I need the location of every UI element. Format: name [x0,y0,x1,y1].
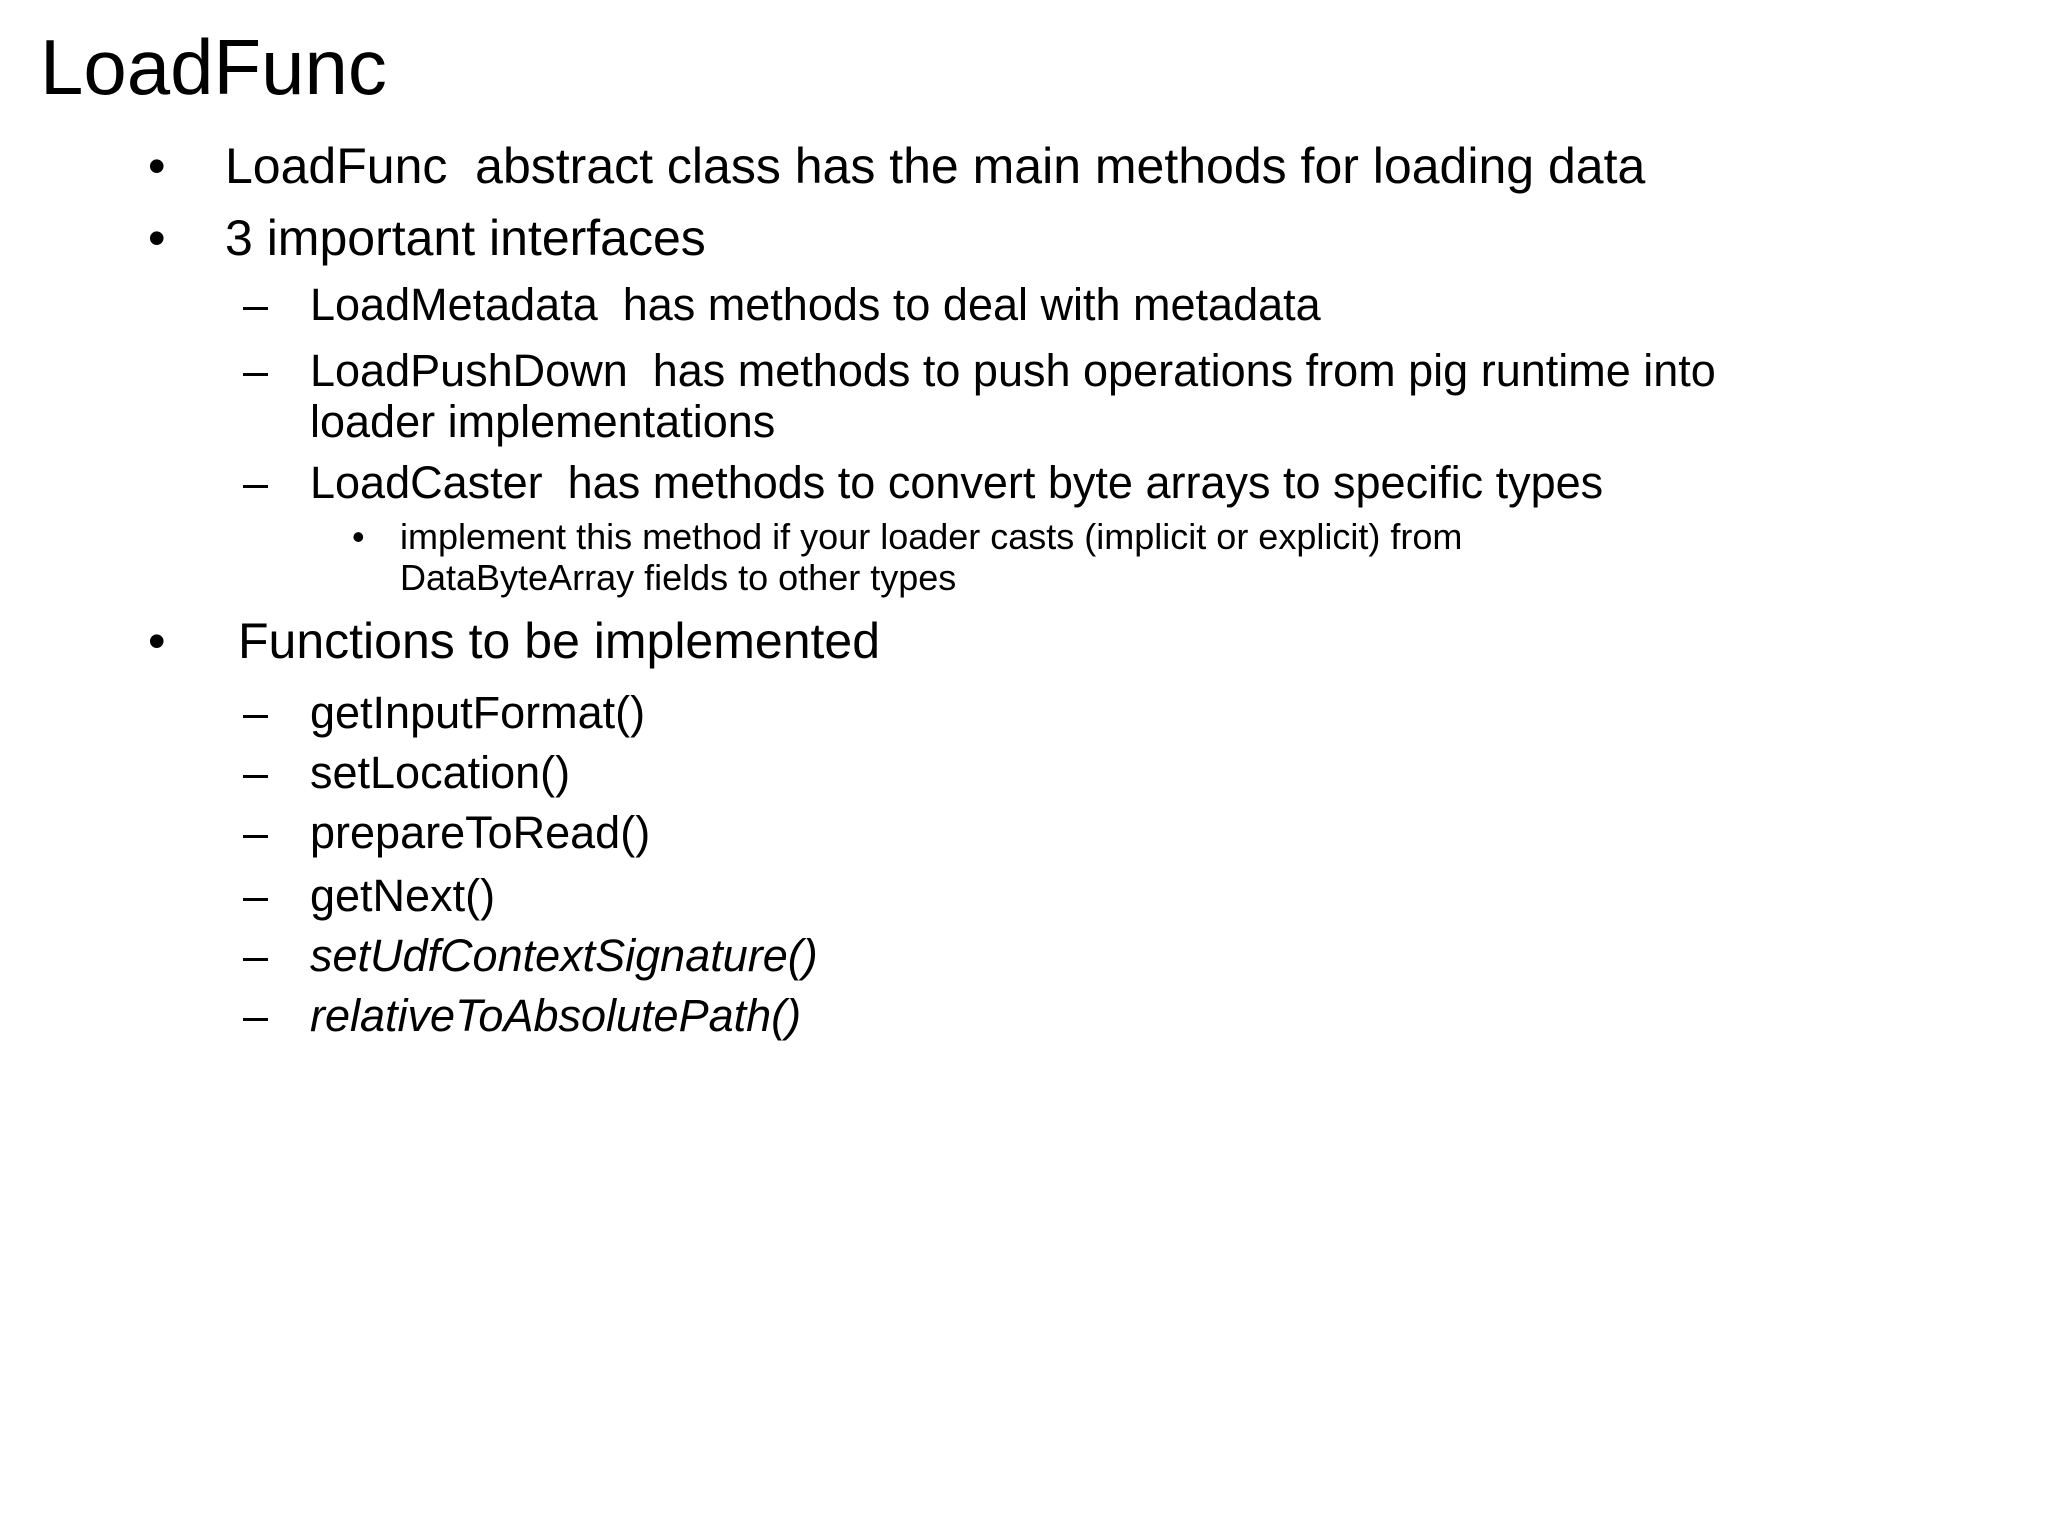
function-name: getNext() [310,870,496,921]
bullet-text: 3 important interfaces [225,210,706,266]
function-item-preparetoread: – prepareToRead() [0,805,650,861]
dash-icon: – [243,279,269,330]
sub-bullet-text: LoadMetadata has methods to deal with me… [310,279,1321,330]
dash-icon: – [243,747,269,798]
dash-icon: – [243,870,269,921]
note-text: implement this method if your loader cas… [400,516,1462,598]
function-name: getInputFormat() [310,687,646,738]
bullet-text: Functions to be implemented [238,613,881,669]
sub-bullet-line: loader implementations [310,396,776,447]
bullet-icon: • [148,613,166,669]
note-line: DataByteArray fields to other types [400,557,957,598]
bullet-item-interfaces: • 3 important interfaces [0,207,706,270]
slide-title: LoadFunc [40,23,387,111]
function-name: setUdfContextSignature() [310,930,818,981]
dash-icon: – [243,345,269,396]
function-name: setLocation() [310,747,571,798]
dash-icon: – [243,807,269,858]
function-name: relativeToAbsolutePath() [310,990,802,1041]
dash-icon: – [243,687,269,738]
bullet-text: LoadFunc abstract class has the main met… [225,138,1646,194]
function-item-getinputformat: – getInputFormat() [0,685,645,741]
function-item-getnext: – getNext() [0,868,495,924]
bullet-item-loadfunc: • LoadFunc abstract class has the main m… [0,135,1645,198]
bullet-item-functions: • Functions to be implemented [0,610,880,673]
function-item-relativetoabsolutepath: – relativeToAbsolutePath() [0,988,801,1044]
dash-icon: – [243,930,269,981]
sub-bullet-loadcaster: – LoadCaster has methods to convert byte… [0,455,1603,511]
bullet-icon: • [148,210,166,266]
bullet-icon: • [148,138,166,194]
sub-bullet-loadmetadata: – LoadMetadata has methods to deal with … [0,277,1321,333]
note-line: implement this method if your loader cas… [400,516,1463,557]
function-name: prepareToRead() [310,807,651,858]
dash-icon: – [243,990,269,1041]
sub-bullet-line: LoadPushDown has methods to push operati… [310,345,1716,396]
sub-bullet-loadpushdown: – LoadPushDown has methods to push opera… [0,343,1716,447]
note-bullet-implement: • implement this method if your loader c… [0,514,1462,598]
sub-bullet-text: LoadCaster has methods to convert byte a… [310,457,1604,508]
function-item-setudfcontextsignature: – setUdfContextSignature() [0,928,818,984]
function-item-setlocation: – setLocation() [0,745,570,801]
bullet-icon: • [352,516,365,557]
dash-icon: – [243,457,269,508]
sub-bullet-text: LoadPushDown has methods to push operati… [310,345,1716,447]
